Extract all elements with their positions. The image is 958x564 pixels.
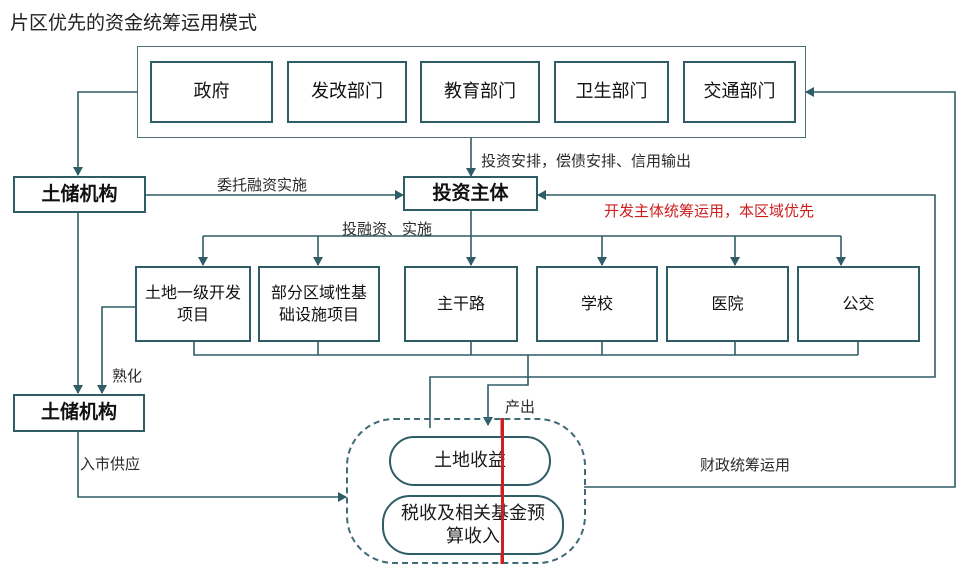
arrow-maturation — [97, 306, 135, 394]
arrow-output — [483, 355, 529, 426]
dept-development-reform: 发改部门 — [287, 61, 407, 123]
label-fiscal-coordination: 财政统筹运用 — [700, 456, 791, 474]
dept-government: 政府 — [150, 61, 273, 123]
red-divider — [501, 418, 504, 564]
tax-income: 税收及相关基金预算收入 — [382, 495, 564, 555]
label-maturation: 熟化 — [112, 367, 143, 385]
arrow-gov-to-land-reserve — [73, 91, 137, 176]
dept-transport: 交通部门 — [683, 61, 796, 123]
project-public-transit: 公交 — [797, 266, 920, 342]
land-income: 土地收益 — [389, 436, 551, 486]
project-hospital: 医院 — [666, 266, 789, 342]
arrow-fiscal-coordination — [584, 87, 956, 488]
label-market-supply: 入市供应 — [80, 455, 141, 473]
line-projects-bottom-bus — [193, 342, 858, 356]
land-reserve-top: 土储机构 — [13, 176, 146, 213]
project-regional-infrastructure: 部分区域性基础设施项目 — [258, 266, 380, 342]
project-arterial-road: 主干路 — [404, 266, 518, 342]
diagram-title: 片区优先的资金统筹运用模式 — [10, 12, 258, 34]
label-entrusted-financing: 委托融资实施 — [217, 176, 308, 194]
land-reserve-bottom: 土储机构 — [13, 394, 145, 432]
label-investment-arrangement: 投资安排，偿债安排、信用输出 — [481, 152, 692, 170]
label-output: 产出 — [505, 398, 536, 416]
project-school: 学校 — [536, 266, 658, 342]
investment-subject: 投资主体 — [403, 176, 538, 211]
label-invest-financing: 投融资、实施 — [342, 220, 433, 238]
dept-health: 卫生部门 — [554, 61, 669, 123]
arrow-revenue-to-investment — [429, 190, 936, 428]
project-land-primary-development: 土地一级开发项目 — [135, 266, 251, 342]
dept-education: 教育部门 — [420, 61, 540, 123]
revenue-group — [346, 418, 586, 564]
label-developer-priority: 开发主体统筹运用，本区域优先 — [604, 202, 815, 220]
arrow-market-supply — [77, 432, 347, 502]
